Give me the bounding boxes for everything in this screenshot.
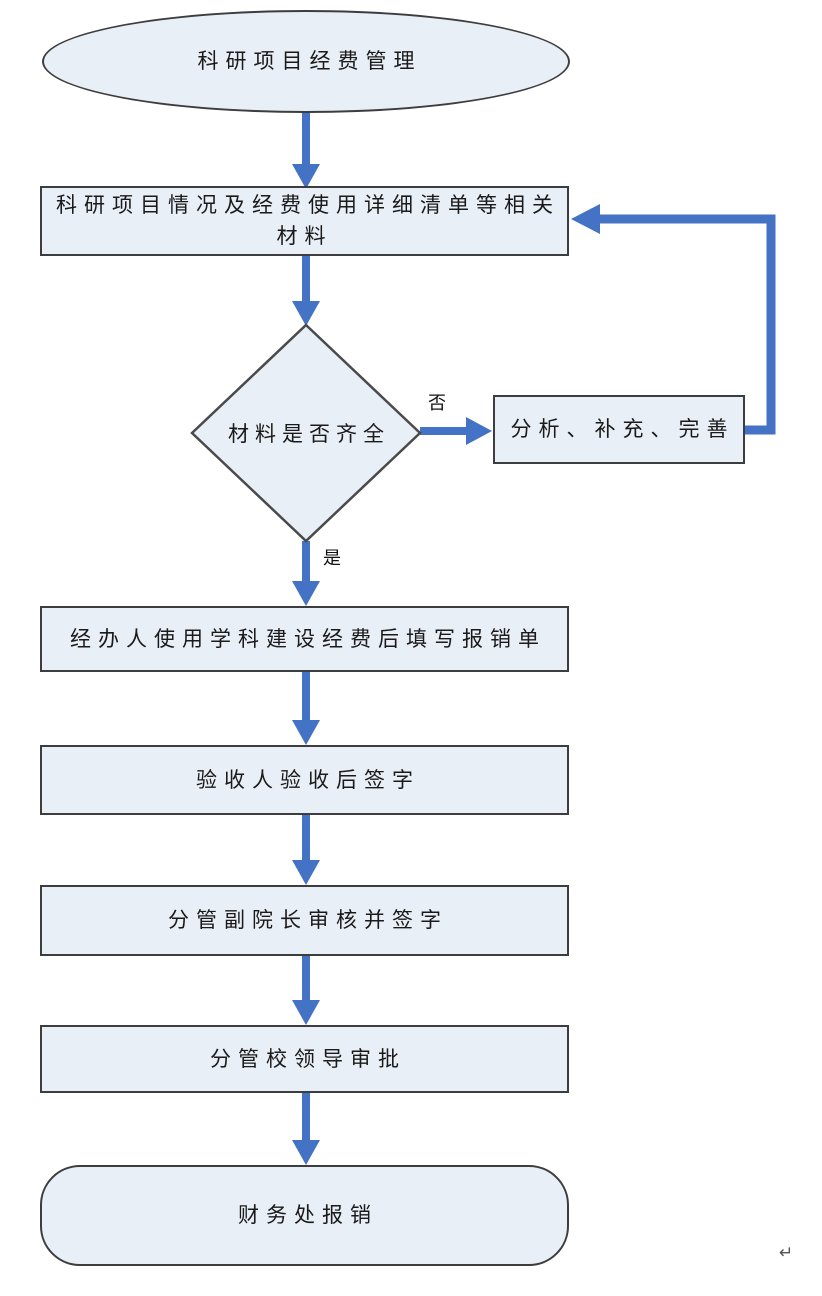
node-decision: 材料是否齐全	[189, 323, 423, 543]
arrow-fix-feedback-to-materials	[571, 204, 776, 435]
branch-label-yes: 是	[323, 548, 341, 569]
node-vice-dean-label: 分管副院长审核并签字	[168, 908, 448, 932]
node-materials: 科研项目情况及经费使用详细清单等相关材料	[40, 186, 569, 256]
node-leader-label: 分管校领导审批	[210, 1046, 406, 1071]
node-fix: 分析、补充、完善	[493, 395, 745, 464]
node-start-label: 科研项目经费管理	[197, 49, 422, 73]
arrow-decision-no-to-fix	[420, 417, 492, 445]
node-acceptance: 验收人验收后签字	[40, 745, 569, 815]
node-end: 财务处报销	[40, 1165, 569, 1266]
arrow-decision-yes-to-fillform	[292, 541, 320, 606]
arrow-fillform-to-acceptance	[292, 672, 320, 745]
node-decision-label: 材料是否齐全	[228, 422, 390, 446]
node-vice-dean: 分管副院长审核并签字	[40, 885, 569, 956]
node-fill-form: 经办人使用学科建设经费后填写报销单	[40, 606, 569, 672]
arrow-vicedean-to-leader	[292, 956, 320, 1025]
arrow-acceptance-to-vicedean	[292, 815, 320, 885]
arrow-materials-to-decision	[292, 255, 320, 326]
branch-label-no: 否	[428, 393, 446, 414]
node-fix-label: 分析、补充、完善	[510, 417, 735, 441]
node-leader: 分管校领导审批	[40, 1025, 569, 1093]
arrow-start-to-materials	[292, 111, 320, 189]
paragraph-return-mark: ↵	[779, 1243, 794, 1263]
node-fill-form-label: 经办人使用学科建设经费后填写报销单	[70, 626, 546, 651]
node-end-label: 财务处报销	[238, 1203, 378, 1227]
node-acceptance-label: 验收人验收后签字	[196, 767, 420, 792]
node-start: 科研项目经费管理	[42, 10, 570, 113]
diamond-shape	[190, 323, 422, 543]
node-materials-label: 科研项目情况及经费使用详细清单等相关材料	[56, 193, 560, 248]
arrow-leader-to-end	[292, 1093, 320, 1165]
